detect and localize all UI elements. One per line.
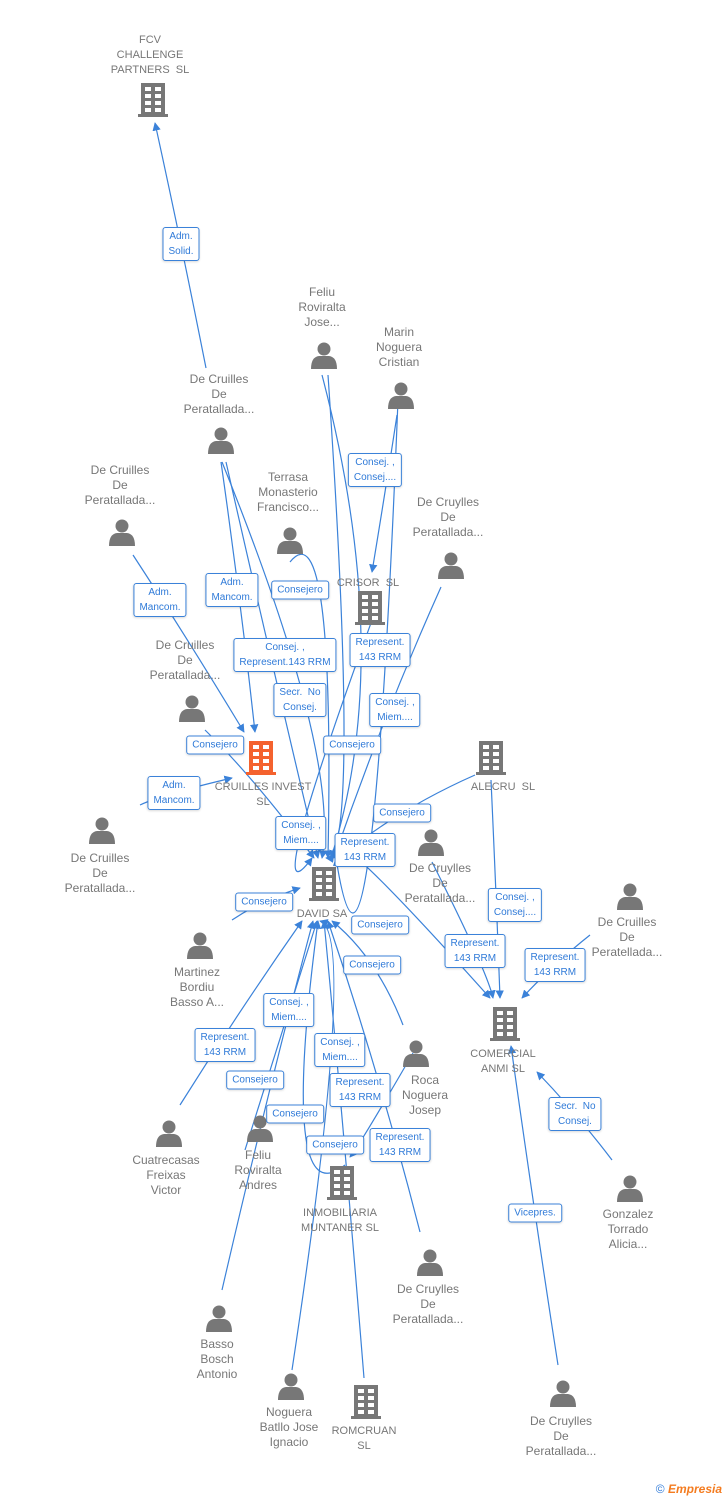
person-icon[interactable] [418, 829, 444, 857]
relation-label[interactable]: Consejero [226, 1070, 284, 1090]
building-icon[interactable] [355, 591, 385, 625]
person-name[interactable]: Gonzalez Torrado Alicia... [602, 1207, 654, 1251]
relation-label[interactable]: Consejero [271, 580, 329, 600]
relation-label[interactable]: Adm. Mancom. [147, 776, 201, 810]
relation-label[interactable]: Consejero [186, 735, 244, 755]
relation-label[interactable]: Represent. 143 RRM [444, 934, 506, 968]
relation-edge [221, 920, 316, 1291]
person-name[interactable]: Marin Noguera Cristian [375, 325, 423, 369]
building-icon[interactable] [351, 1385, 381, 1419]
person-name[interactable]: De Cruilles De Peratallada... [183, 372, 255, 416]
relation-label[interactable]: Represent. 143 RRM [349, 633, 411, 667]
person-name[interactable]: Noguera Batllo Jose Ignacio [259, 1405, 319, 1449]
person-name[interactable]: Martinez Bordiu Basso A... [169, 965, 225, 1009]
relation-label[interactable]: Consejero [343, 955, 401, 975]
person-icon[interactable] [388, 382, 414, 410]
building-icon[interactable] [309, 867, 339, 901]
relation-label[interactable]: Consej. , Consej.... [487, 888, 543, 922]
relation-label[interactable]: Secr. No Consej. [548, 1097, 602, 1131]
person-icon[interactable] [417, 1249, 443, 1277]
relation-label[interactable]: Consej. , Miem.... [275, 816, 327, 850]
person-icon[interactable] [187, 932, 213, 960]
brand-logo: Empresia [667, 1482, 722, 1496]
company-name[interactable]: INMOBILIARIA MUNTANER SL [300, 1207, 380, 1234]
relation-label[interactable]: Consejero [235, 892, 293, 912]
person-icon[interactable] [89, 817, 115, 845]
person-icon[interactable] [179, 695, 205, 723]
person-name[interactable]: Feliu Roviralta Jose... [298, 285, 346, 329]
person-name[interactable]: De Cruilles De Peratallada... [149, 638, 221, 682]
person-icon[interactable] [109, 519, 135, 547]
relation-edge [179, 920, 303, 1106]
person-icon[interactable] [277, 527, 303, 555]
company-name[interactable]: ROMCRUAN SL [331, 1425, 397, 1452]
person-name[interactable]: De Cruilles De Peratallada... [84, 463, 156, 507]
building-icon[interactable] [490, 1007, 520, 1041]
person-name[interactable]: De Cruylles De Peratallada... [404, 861, 476, 905]
company-name[interactable]: COMERCIAL ANMI SL [470, 1048, 536, 1075]
person-icon[interactable] [617, 883, 643, 911]
relation-label[interactable]: Consej. , Miem.... [263, 993, 315, 1027]
relation-edge [132, 554, 245, 733]
company-name[interactable]: FCV CHALLENGE PARTNERS SL [110, 34, 190, 76]
relation-label[interactable]: Represent. 143 RRM [334, 833, 396, 867]
relation-label[interactable]: Consejero [373, 803, 431, 823]
relation-label[interactable]: Represent. 143 RRM [369, 1128, 431, 1162]
building-icon[interactable] [327, 1166, 357, 1200]
person-name[interactable]: De Cruilles De Peratallada... [64, 851, 136, 895]
person-name[interactable]: De Cruilles De Peratellada... [591, 915, 663, 959]
person-icon[interactable] [208, 427, 234, 455]
company-name[interactable]: DAVID SA [296, 908, 348, 920]
person-name[interactable]: De Cruylles De Peratallada... [412, 495, 484, 539]
person-icon[interactable] [156, 1120, 182, 1148]
relation-label[interactable]: Consejero [306, 1135, 364, 1155]
relation-label[interactable]: Consejero [266, 1104, 324, 1124]
person-icon[interactable] [278, 1373, 304, 1401]
building-icon[interactable] [246, 741, 276, 775]
relation-label[interactable]: Represent. 143 RRM [194, 1028, 256, 1062]
company-name[interactable]: CRISOR SL [336, 577, 400, 589]
relation-label[interactable]: Secr. No Consej. [273, 683, 327, 717]
building-icon[interactable] [476, 741, 506, 775]
relation-label[interactable]: Consej. , Miem.... [369, 693, 421, 727]
relation-label[interactable]: Vicepres. [508, 1203, 562, 1223]
person-name[interactable]: Basso Bosch Antonio [196, 1337, 238, 1381]
person-icon[interactable] [617, 1175, 643, 1203]
relation-edge [369, 414, 398, 573]
person-name[interactable]: De Cruylles De Peratallada... [525, 1414, 597, 1458]
relation-label[interactable]: Represent. 143 RRM [524, 948, 586, 982]
person-icon[interactable] [438, 552, 464, 580]
relation-label[interactable]: Adm. Solid. [162, 227, 200, 261]
person-name[interactable]: Cuatrecasas Freixas Victor [132, 1153, 200, 1197]
person-icon[interactable] [550, 1380, 576, 1408]
relation-label[interactable]: Consej. , Represent.143 RRM [233, 638, 337, 672]
relation-label[interactable]: Consej. , Miem.... [314, 1033, 366, 1067]
person-name[interactable]: Feliu Roviralta Andres [234, 1148, 282, 1192]
person-icon[interactable] [206, 1305, 232, 1333]
relation-label[interactable]: Adm. Mancom. [205, 573, 259, 607]
relation-edge [289, 553, 333, 859]
relation-label[interactable]: Consejero [351, 915, 409, 935]
person-icon[interactable] [403, 1040, 429, 1068]
relation-label[interactable]: Represent. 143 RRM [329, 1073, 391, 1107]
relation-label[interactable]: Consej. , Consej.... [347, 453, 403, 487]
footer-brand: © Empresia [656, 1482, 722, 1496]
relation-label[interactable]: Adm. Mancom. [133, 583, 187, 617]
person-name[interactable]: Roca Noguera Josep [401, 1073, 449, 1117]
building-icon[interactable] [138, 83, 168, 117]
company-name[interactable]: ALECRU SL [470, 781, 536, 793]
relation-label[interactable]: Consejero [323, 735, 381, 755]
person-name[interactable]: De Cruylles De Peratallada... [392, 1282, 464, 1326]
person-name[interactable]: Terrasa Monasterio Francisco... [256, 470, 320, 514]
copyright-icon: © [655, 1482, 665, 1496]
person-icon[interactable] [247, 1115, 273, 1143]
person-icon[interactable] [311, 342, 337, 370]
company-name[interactable]: CRUILLES INVEST SL [214, 781, 312, 808]
